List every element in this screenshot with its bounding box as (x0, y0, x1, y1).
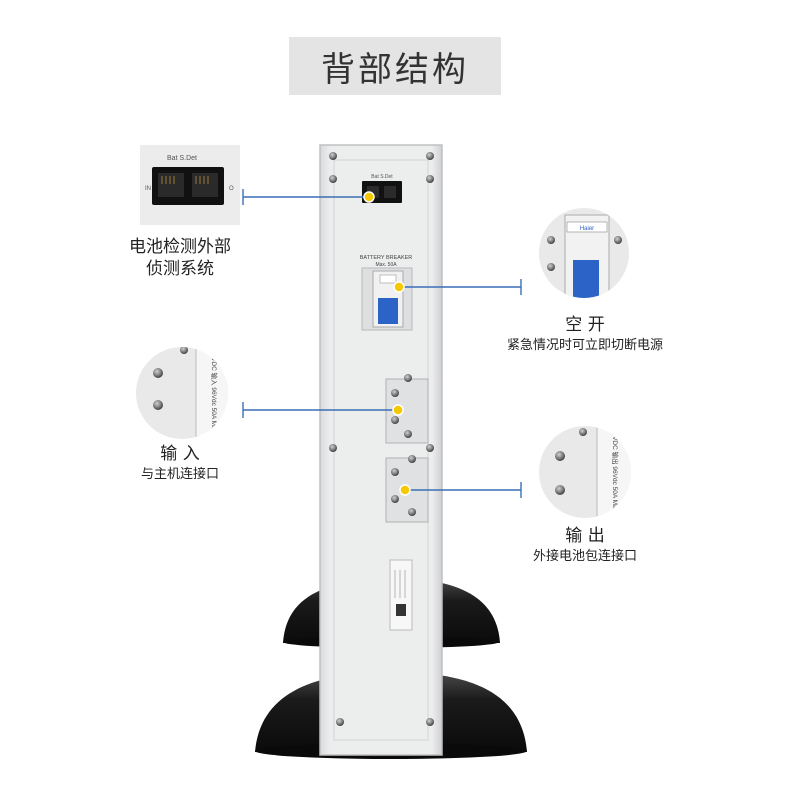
callout-output: 输 出 外接电池包连接口 (510, 525, 660, 566)
marker-dots (363, 191, 411, 496)
page-title-text: 背部结构 (321, 49, 469, 90)
callout-detect-line1: 电池检测外部 (129, 237, 231, 257)
callout-input: 输 入 与主机连接口 (115, 443, 245, 484)
svg-text:BATTERY BREAKER: BATTERY BREAKER (360, 255, 413, 261)
callout-detect: 电池检测外部 侦测系统 (110, 236, 250, 280)
callout-input-title: 输 入 (160, 444, 200, 464)
inset-detect-port: Bat S.Det IN O (140, 145, 240, 225)
tower-rear-panel: Bat S.Det BATTERY BREAKER Max. 50A (319, 144, 443, 756)
marker-dot-detect (363, 191, 375, 203)
callout-output-subtitle: 外接电池包连接口 (532, 549, 637, 564)
callout-breaker-subtitle: 紧急情况时可立即切断电源 (506, 338, 663, 353)
svg-text:Bat S.Det: Bat S.Det (371, 174, 393, 180)
callout-breaker: 空 开 紧急情况时可立即切断电源 (490, 314, 680, 355)
svg-text:Haier: Haier (580, 226, 594, 232)
marker-dot-breaker (393, 281, 405, 293)
inset-output-port: VDC 输出 96Vdc 50A Max (539, 426, 631, 518)
inset-input-port: VDC 输入 96Vdc 50A Max (136, 347, 228, 439)
page-title: 背部结构 (289, 37, 501, 95)
callout-detect-line2: 侦测系统 (146, 259, 214, 279)
callout-output-title: 输 出 (565, 526, 605, 546)
svg-text:IN: IN (145, 186, 151, 192)
callout-breaker-title: 空 开 (565, 315, 605, 335)
svg-text:O: O (229, 186, 234, 192)
callout-input-subtitle: 与主机连接口 (140, 467, 219, 482)
marker-dot-input (392, 404, 404, 416)
leader-lines (242, 189, 522, 498)
inset-breaker: Haier (539, 208, 629, 298)
svg-text:VDC 输入 96Vdc 50A Max: VDC 输入 96Vdc 50A Max (210, 357, 219, 434)
inset-port-label: Bat S.Det (167, 155, 197, 162)
svg-text:VDC 输出 96Vdc 50A Max: VDC 输出 96Vdc 50A Max (611, 436, 620, 513)
marker-dot-output (399, 484, 411, 496)
input-port-plate (385, 374, 429, 444)
panel-screws (329, 152, 434, 726)
rating-label-sticker (389, 559, 413, 631)
svg-text:Max. 50A: Max. 50A (375, 262, 397, 268)
battery-breaker: BATTERY BREAKER Max. 50A (360, 255, 413, 331)
